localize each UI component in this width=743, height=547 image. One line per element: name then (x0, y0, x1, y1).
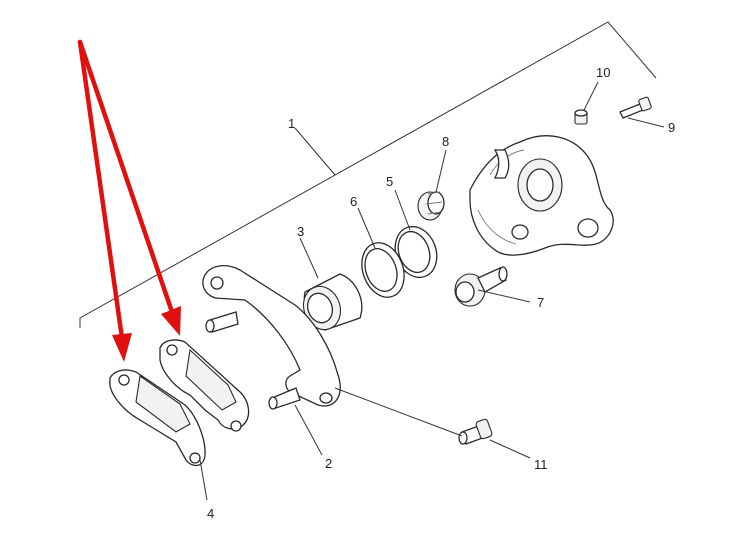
part-7-guide-pin (454, 266, 531, 307)
callout-11: 11 (534, 457, 548, 472)
caliper-housing (469, 135, 614, 256)
part-9-bleed-screw (619, 96, 665, 128)
callout-labels: 1 2 3 4 5 6 7 8 9 10 11 (207, 65, 675, 521)
assembly-frame (79, 21, 657, 328)
callout-3: 3 (297, 224, 304, 239)
arrow-line-1 (77, 39, 125, 341)
callout-2: 2 (325, 456, 332, 471)
highlight-arrows (77, 39, 181, 362)
part-8-seal-boot (417, 149, 447, 221)
arrow-head-1 (112, 333, 132, 362)
part-3-piston (299, 237, 363, 331)
callout-5: 5 (386, 174, 393, 189)
callout-7: 7 (537, 295, 544, 310)
part-2-bracket (202, 265, 341, 456)
callout-9: 9 (668, 120, 675, 135)
part-11-bolt (334, 387, 531, 459)
callout-8: 8 (442, 134, 449, 149)
callout-6: 6 (350, 194, 357, 209)
arrow-line-2 (77, 39, 175, 315)
arrow-head-2 (161, 306, 181, 336)
callout-1: 1 (288, 116, 295, 131)
part-10-cap (574, 81, 599, 125)
callout-10: 10 (596, 65, 610, 80)
part-4-brake-pads (109, 339, 250, 501)
callout-4: 4 (207, 506, 214, 521)
part-6-seal-ring (357, 207, 405, 298)
